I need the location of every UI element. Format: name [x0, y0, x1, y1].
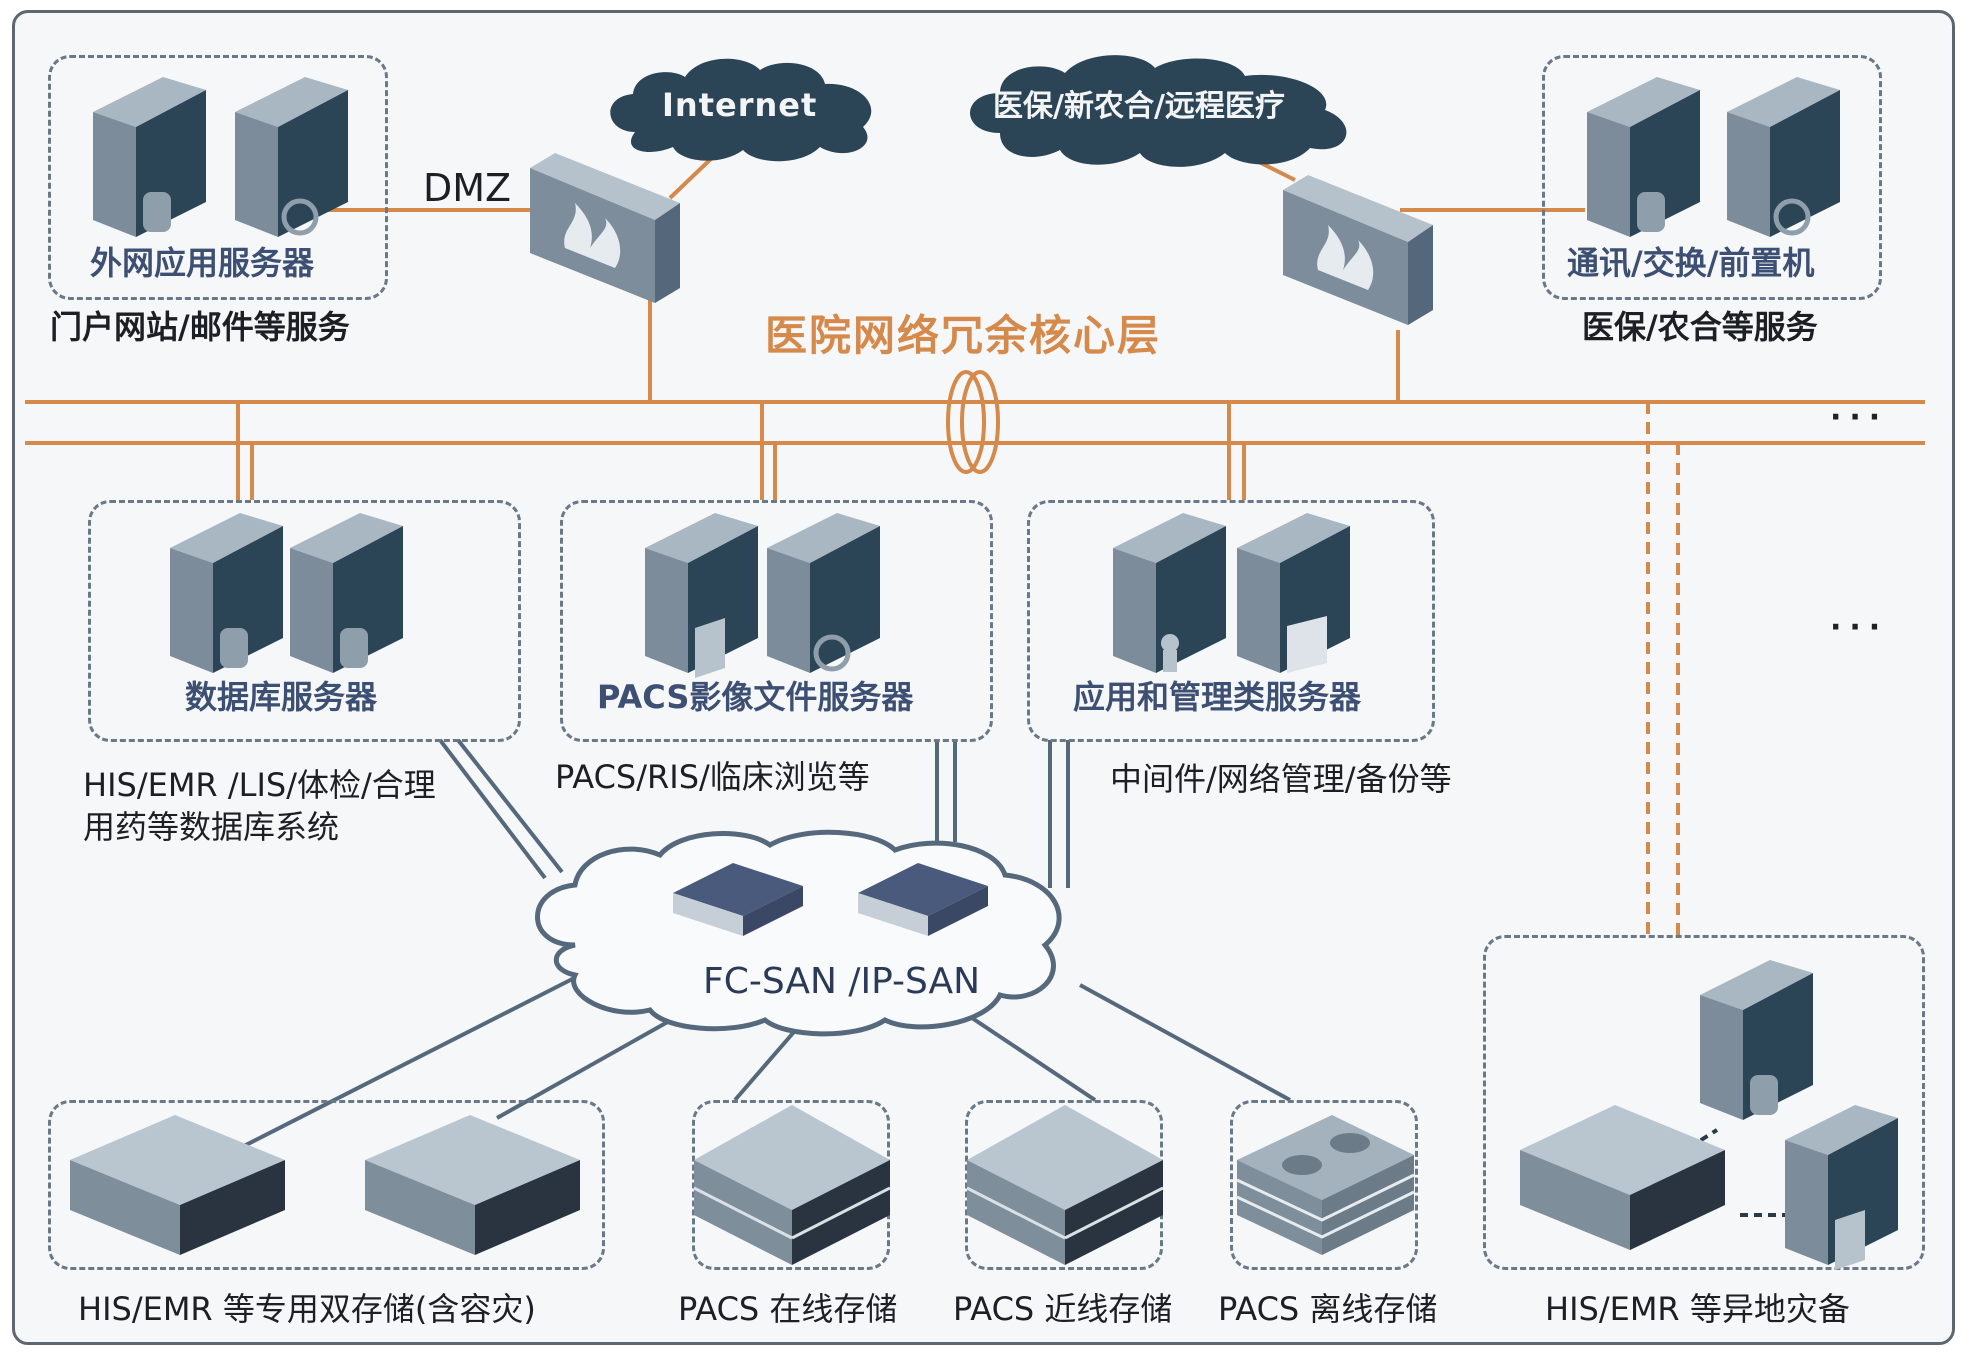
internet-label: Internet: [662, 86, 818, 124]
tape-library-icon: [1236, 1115, 1415, 1255]
db-server-icon: [1587, 77, 1700, 237]
external-app-server-label: 外网应用服务器: [90, 244, 315, 282]
medical-insurance-cloud-label: 医保/新农合/远程医疗: [993, 89, 1285, 124]
redundancy-ring-2: [960, 370, 1000, 474]
medical-insurance-cloud-icon: [970, 55, 1347, 167]
db-server-icon: [1700, 960, 1813, 1120]
db-server-icon: [93, 77, 206, 237]
file-server-icon: [1785, 1105, 1898, 1270]
san-switch-icon: [858, 863, 988, 936]
database-caption: HIS/EMR /LIS/体检/合理用药等数据库系统: [83, 766, 436, 846]
web-server-icon: [235, 77, 348, 237]
san-label: FC-SAN /IP-SAN: [703, 961, 981, 1002]
internet-cloud-icon: [610, 58, 872, 162]
firewall-icon: [1283, 175, 1433, 325]
pacs-online-caption: PACS 在线存储: [678, 1290, 898, 1328]
san-cloud-icon: [535, 829, 1062, 1037]
remote-disaster-recovery-group: [1483, 935, 1925, 1270]
stacked-storage-icon: [693, 1105, 890, 1265]
mgmt-server-icon: [1237, 513, 1350, 673]
web-server-icon: [1727, 77, 1840, 237]
core-layer-title: 医院网络冗余核心层: [765, 311, 1162, 360]
pacs-file-caption: PACS/RIS/临床浏览等: [555, 758, 870, 796]
pacs-offline-caption: PACS 离线存储: [1218, 1290, 1438, 1328]
pacs-nearline-caption: PACS 近线存储: [953, 1290, 1173, 1328]
pacs-file-server-label: PACS影像文件服务器: [597, 678, 914, 716]
storage-array-icon: [1520, 1105, 1725, 1250]
external-app-caption: 门户网站/邮件等服务: [50, 308, 350, 346]
remote-dr-caption: HIS/EMR 等异地灾备: [1545, 1290, 1850, 1328]
web-server-icon: [767, 513, 880, 673]
redundancy-ring-1: [946, 370, 986, 474]
pacs-file-server-group: [560, 500, 993, 742]
app-mgmt-caption: 中间件/网络管理/备份等: [1110, 760, 1452, 798]
db-server-icon: [290, 513, 403, 673]
app-mgmt-server-group: [1027, 500, 1435, 742]
dmz-label: DMZ: [423, 166, 512, 210]
comm-exchange-label: 通讯/交换/前置机: [1567, 244, 1815, 282]
san-switch-icon: [673, 863, 803, 936]
firewall-icon: [530, 153, 680, 303]
pacs-offline-storage-group: [1230, 1100, 1418, 1270]
internet-link: [668, 153, 717, 200]
storage-array-icon: [70, 1115, 285, 1255]
comm-exchange-server-group: [1542, 55, 1882, 300]
stacked-storage-icon: [966, 1105, 1163, 1265]
database-server-group: [88, 500, 521, 742]
app-server-icon: [1113, 513, 1226, 673]
file-server-icon: [645, 513, 758, 678]
storage-array-icon: [365, 1115, 580, 1255]
comm-exchange-caption: 医保/农合等服务: [1582, 308, 1818, 346]
dual-storage-caption: HIS/EMR 等专用双存储(含容灾): [78, 1290, 536, 1328]
database-server-label: 数据库服务器: [185, 678, 378, 716]
external-app-server-group: [48, 55, 388, 300]
db-server-icon: [170, 513, 283, 673]
more-indicator: ···: [1830, 400, 1889, 435]
more-indicator: ···: [1830, 610, 1889, 645]
dual-storage-group: [48, 1100, 605, 1270]
app-mgmt-server-label: 应用和管理类服务器: [1073, 678, 1362, 716]
